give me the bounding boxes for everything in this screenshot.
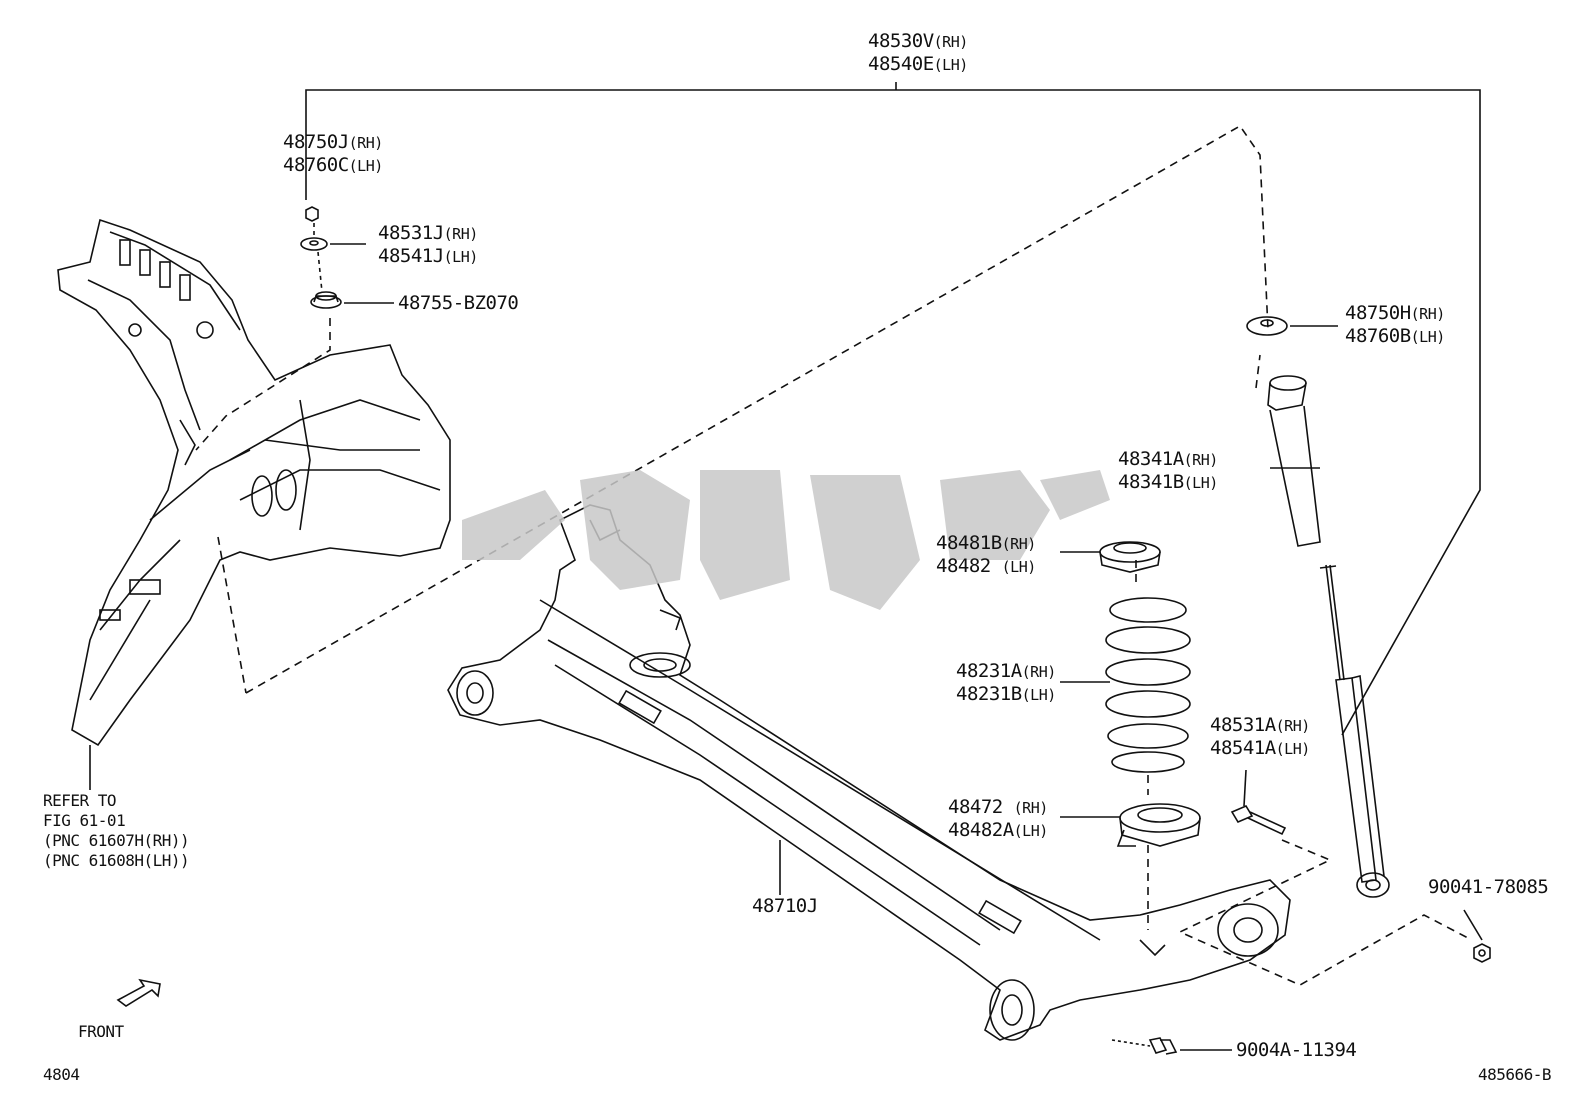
upper-mount-stack — [300, 206, 394, 309]
shock-assy-rh: 48530V — [868, 30, 934, 52]
label-nut: 90041-78085 — [1428, 876, 1549, 898]
lower-insulator — [1060, 803, 1201, 847]
bump-boot — [1267, 375, 1321, 547]
label-upper-support: 48750H(RH) 48760B(LH) — [1345, 302, 1445, 347]
shock-assy-lh: 48540E — [868, 53, 934, 75]
shock-assy-leader — [305, 82, 1481, 736]
label-upper-insulator: 48481B(RH) 48482 (LH) — [936, 532, 1036, 577]
axle-beam — [447, 504, 1291, 1041]
front-arrow — [116, 978, 161, 1007]
bolt-part — [1111, 1037, 1232, 1055]
label-upper-nut: 48750J(RH) 48760C(LH) — [283, 131, 383, 176]
label-lower-insulator: 48472 (RH) 48482A(LH) — [948, 796, 1048, 841]
label-bump-boot: 48341A(RH) 48341B(LH) — [1118, 448, 1218, 493]
label-bolt: 9004A-11394 — [1236, 1039, 1357, 1061]
label-coil-spring: 48231A(RH) 48231B(LH) — [956, 660, 1056, 705]
lower-bolt — [1230, 769, 1287, 836]
watermark-logo — [462, 470, 1110, 610]
label-front: FRONT — [78, 1022, 124, 1041]
label-cushion: 48755-BZ070 — [398, 292, 519, 314]
shock-absorber — [1319, 564, 1390, 898]
upper-support — [1246, 316, 1338, 336]
page-code: 4804 — [43, 1065, 80, 1084]
label-refer: REFER TO FIG 61-01 (PNC 61607H(RH)) (PNC… — [43, 791, 190, 870]
label-axle-beam: 48710J — [752, 895, 818, 917]
diagram-code: 485666-B — [1478, 1065, 1552, 1084]
upper-insulator — [1060, 541, 1161, 573]
label-washer: 48531J(RH) 48541J(LH) — [378, 222, 478, 267]
label-lower-bolt: 48531A(RH) 48541A(LH) — [1210, 714, 1310, 759]
body-side-member — [57, 218, 451, 790]
coil-spring — [1060, 597, 1191, 773]
label-shock-assy: 48530V(RH) 48540E(LH) — [868, 30, 968, 75]
nut-part — [1463, 909, 1491, 963]
phantom-outline — [195, 124, 1469, 986]
